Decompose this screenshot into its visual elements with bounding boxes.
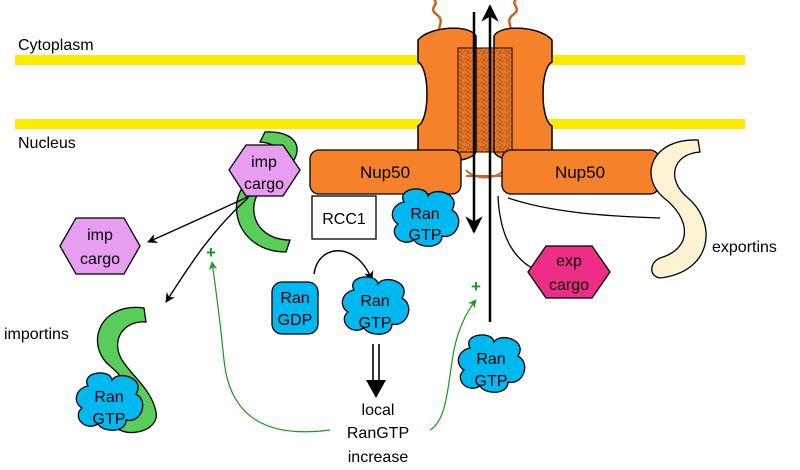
importin-release-arrow [165,197,249,303]
fg-nup-mesh-texture [458,48,512,152]
local-increase-line1: local [362,402,395,419]
ran-gtp-pore [391,188,460,247]
nup50-left [309,149,462,195]
inner-nuclear-membrane [15,119,745,129]
cargo-release-arrow [147,195,251,243]
ran-gtp-right-line2: GTP [475,373,508,390]
ran-gtp-center-line2: GTP [359,315,392,332]
ran-gtp-importin-line1: Ran [94,389,123,406]
exp-cargo-link [497,195,541,273]
exp-cargo-line2: cargo [549,277,589,294]
ran-gtp-importin [75,372,144,431]
imp-cargo-free [59,217,141,275]
rcc1 [311,195,377,240]
local-increase-line3: increase [348,449,409,466]
ran-gtp-center-line1: Ran [360,293,389,310]
imp-cargo-bound-line2: cargo [244,176,284,193]
imp-cargo-bound-line1: imp [251,154,277,171]
outer-nuclear-membrane [15,55,745,65]
exportin-nup-link [507,197,661,219]
gdp-to-gtp-exchange-arrow [313,250,374,281]
activation-arrow-left [208,261,331,433]
plus-sign-right: + [471,277,481,296]
ran-gtp-pore-line2: GTP [409,227,442,244]
nup50-left-label: Nup50 [360,163,410,182]
exportin [650,139,707,279]
nucleus-label: Nucleus [18,135,76,152]
exp-cargo [527,245,611,299]
cytoplasm-label: Cytoplasm [18,37,94,54]
ran-gdp-line2: GDP [278,312,313,329]
exp-cargo-line1: exp [556,253,582,270]
ran-gtp-right-line1: Ran [476,351,505,368]
ran-gtp-center [341,276,410,335]
exportins-label: exportins [712,239,777,256]
imp-cargo-free-line2: cargo [80,251,120,268]
nuclear-pore-complex [417,0,553,179]
local-increase-arrow [366,344,386,398]
ran-gtp-pore-line1: Ran [410,206,439,223]
plus-sign-left: + [206,243,216,262]
importins-label: importins [4,326,69,343]
ran-gdp-line1: Ran [280,290,309,307]
imp-cargo-free-line1: imp [87,227,113,244]
ran-gtp-importin-line2: GTP [93,411,126,428]
ran-gdp [271,281,319,335]
rcc1-label: RCC1 [322,211,366,228]
nup50-right-label: Nup50 [555,163,605,182]
local-increase-line2: RanGTP [347,425,409,442]
imp-cargo-bound [228,144,301,197]
nuclear-basket [465,169,505,179]
ran-gtp-right [457,334,526,393]
activation-arrow-right [429,299,477,431]
